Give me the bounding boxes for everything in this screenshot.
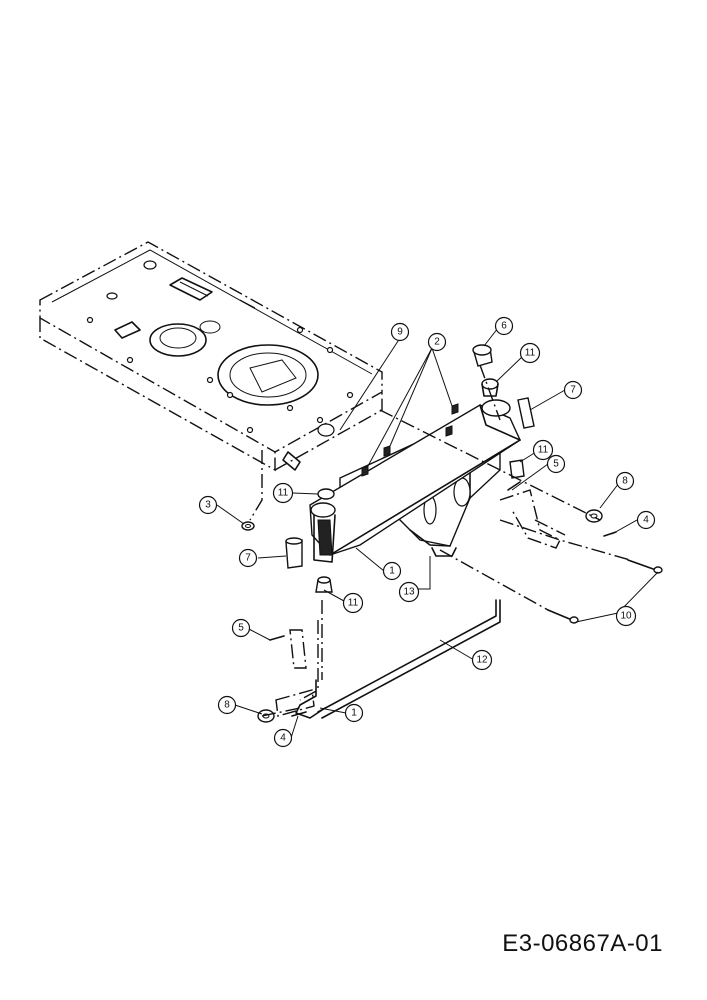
callout-3: 3 (198, 495, 218, 515)
callout-7-a: 7 (563, 380, 583, 400)
callout-4-b: 4 (273, 728, 293, 748)
callout-label: 1 (351, 708, 357, 719)
callout-label: 7 (245, 553, 251, 564)
callout-label: 8 (224, 700, 230, 711)
callout-12: 12 (471, 649, 493, 671)
small-parts (241, 344, 663, 723)
tie-rod (317, 599, 501, 719)
callout-label: 7 (570, 385, 576, 396)
callout-label: 3 (205, 500, 211, 511)
chassis-frame (39, 241, 383, 521)
callout-label: 13 (403, 587, 415, 598)
callout-7-b: 7 (238, 548, 258, 568)
callout-6: 6 (494, 316, 514, 336)
callout-label: 1 (389, 566, 395, 577)
callout-11-c: 11 (272, 482, 294, 504)
callout-11-b: 11 (532, 439, 554, 461)
callout-5-b: 5 (231, 618, 251, 638)
callout-label: 6 (501, 321, 507, 332)
callout-10: 10 (615, 605, 637, 627)
callout-13: 13 (398, 581, 420, 603)
drawing-number: E3-06867A-01 (502, 930, 663, 957)
left-spindle (275, 620, 326, 719)
callout-label: 5 (553, 459, 559, 470)
callout-8-a: 8 (615, 471, 635, 491)
callout-11-a: 11 (519, 342, 541, 364)
callout-label: 4 (280, 733, 286, 744)
callout-8-b: 8 (217, 695, 237, 715)
assembly-lines (261, 364, 631, 717)
callout-4-a: 4 (636, 510, 656, 530)
callout-label: 9 (397, 327, 403, 338)
callout-label: 11 (278, 488, 289, 499)
callout-11-d: 11 (342, 592, 364, 614)
front-axle (309, 399, 521, 563)
callout-9: 9 (390, 322, 410, 342)
right-spindle (499, 489, 566, 549)
callout-5-a: 5 (546, 454, 566, 474)
callout-label: 11 (538, 445, 549, 456)
callout-label: 10 (620, 611, 632, 622)
callout-label: 2 (434, 337, 440, 348)
callout-1-b: 1 (344, 703, 364, 723)
callout-label: 8 (622, 476, 628, 487)
callout-label: 12 (476, 655, 488, 666)
callout-label: 11 (525, 348, 536, 359)
callout-label: 5 (238, 623, 244, 634)
callout-1-a: 1 (382, 561, 402, 581)
callout-label: 4 (643, 515, 649, 526)
callout-2: 2 (427, 332, 447, 352)
callout-label: 11 (348, 598, 359, 609)
